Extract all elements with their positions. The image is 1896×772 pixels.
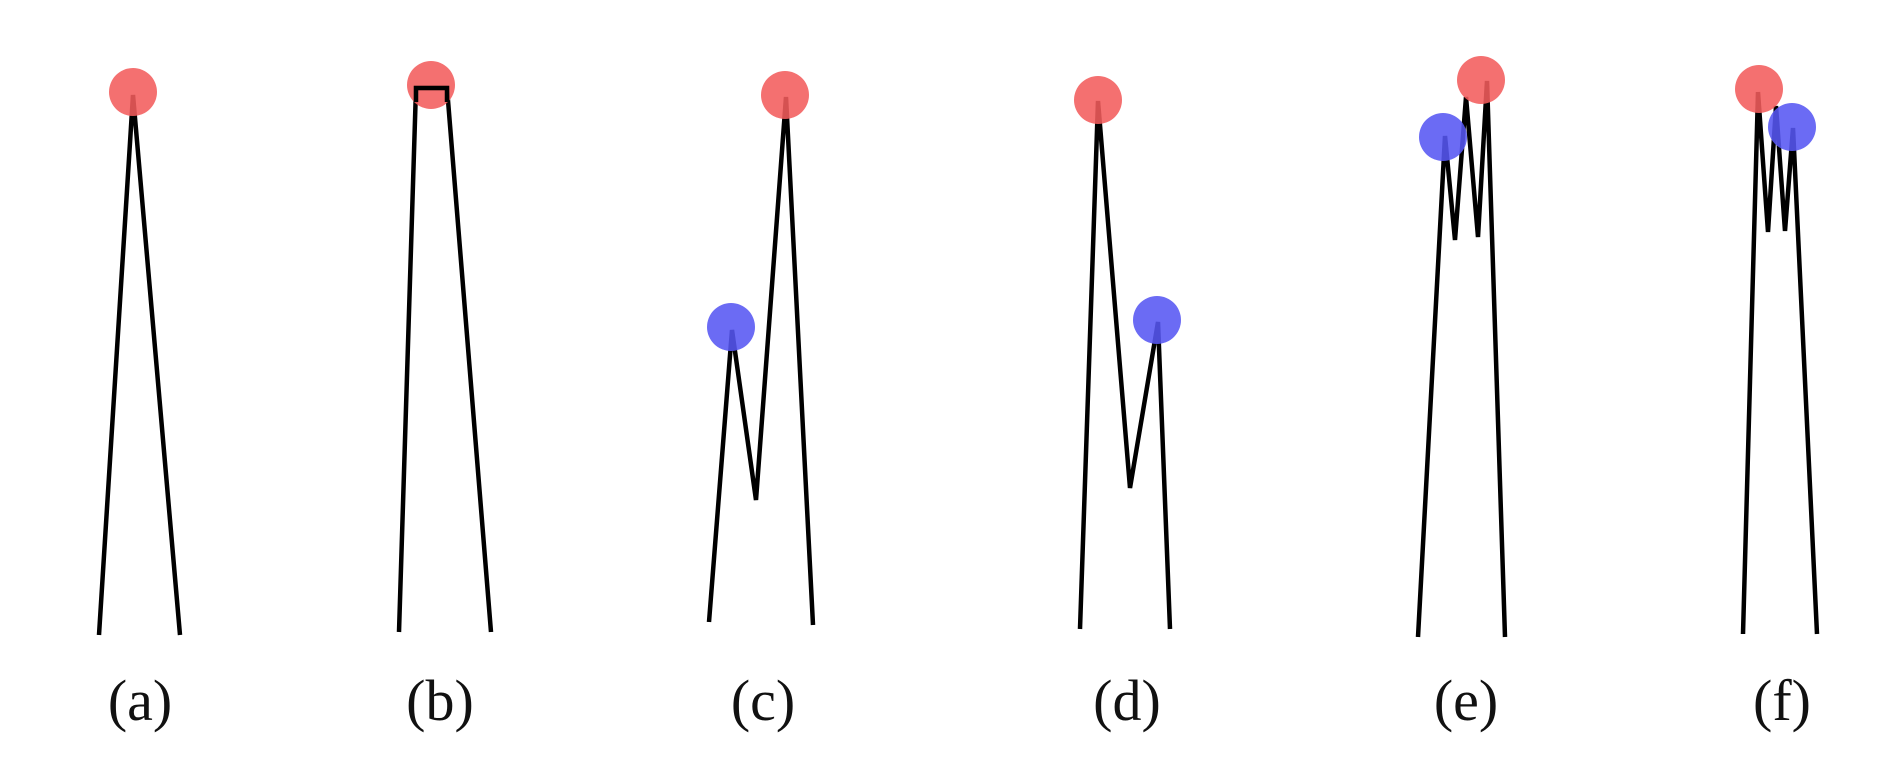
- primary-peak-marker: [407, 61, 455, 109]
- peak-line: [396, 85, 494, 633]
- panel-e: (e): [1415, 56, 1508, 733]
- panel-a: (a): [96, 68, 183, 733]
- primary-peak-marker: [761, 71, 809, 119]
- peak-plateau-line: [413, 85, 450, 102]
- primary-peak-marker: [109, 68, 157, 116]
- panel-d: (d): [1074, 76, 1181, 733]
- primary-peak-marker: [1074, 76, 1122, 124]
- panel-label: (b): [406, 668, 474, 733]
- panel-b: (b): [396, 61, 494, 733]
- peak-line: [96, 94, 183, 636]
- secondary-peak-marker: [1768, 103, 1816, 151]
- peak-line: [706, 96, 816, 626]
- secondary-peak-marker: [1419, 113, 1467, 161]
- primary-peak-marker: [1735, 65, 1783, 113]
- panel-label: (d): [1093, 668, 1161, 733]
- peak-line: [1415, 80, 1508, 638]
- secondary-peak-marker: [1133, 296, 1181, 344]
- panel-f: (f): [1735, 65, 1820, 733]
- primary-peak-marker: [1457, 56, 1505, 104]
- panel-c: (c): [706, 71, 816, 733]
- peak-line: [1077, 100, 1173, 630]
- peak-line: [1740, 91, 1820, 635]
- panel-label: (f): [1753, 668, 1811, 733]
- panel-label: (a): [108, 668, 172, 733]
- secondary-peak-marker: [707, 303, 755, 351]
- panel-label: (c): [731, 668, 795, 733]
- panel-label: (e): [1434, 668, 1498, 733]
